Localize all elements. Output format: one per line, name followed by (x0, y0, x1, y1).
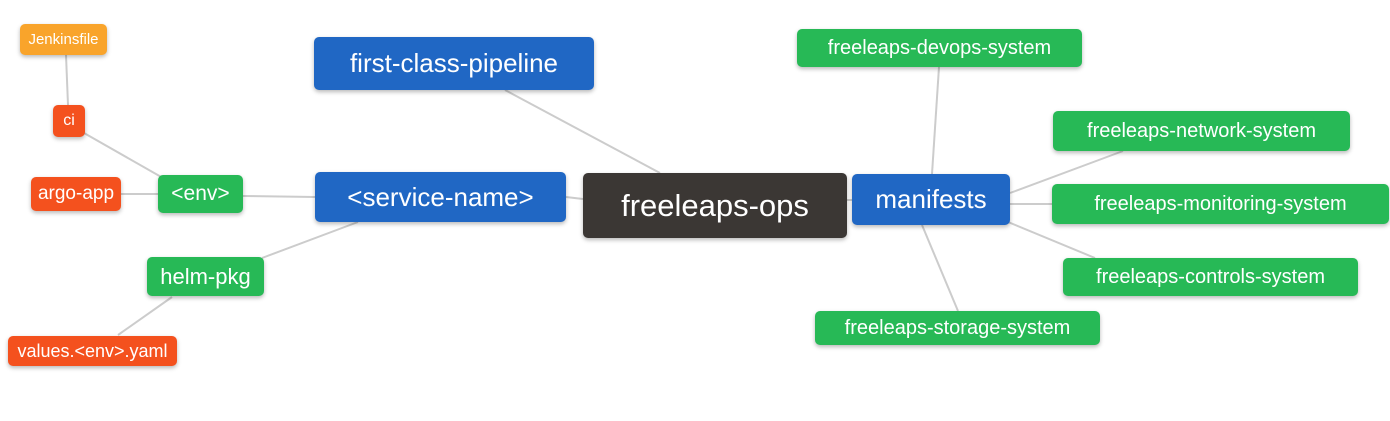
node-jenkinsfile[interactable]: Jenkinsfile (20, 24, 107, 55)
edge-env--service-name (242, 195, 316, 198)
node-freeleaps-monitoring-system[interactable]: freeleaps-monitoring-system (1052, 184, 1389, 224)
node-values-env-yaml[interactable]: values.<env>.yaml (8, 336, 177, 366)
edge-values-env-yaml--helm-pkg (117, 296, 173, 336)
edge-manifests--freeleaps-controls-system (1007, 221, 1096, 259)
node-service-name[interactable]: <service-name> (315, 172, 566, 222)
edge-manifests--freeleaps-storage-system (921, 224, 959, 312)
node-freeleaps-network-system[interactable]: freeleaps-network-system (1053, 111, 1350, 151)
node-argo-app[interactable]: argo-app (31, 177, 121, 211)
edge-freeleaps-devops-system--manifests (931, 66, 940, 175)
node-env[interactable]: <env> (158, 175, 243, 213)
edge-jenkinsfile--ci (65, 54, 69, 106)
edge-ci--env (83, 132, 164, 179)
node-ci[interactable]: ci (53, 105, 85, 137)
node-freeleaps-ops[interactable]: freeleaps-ops (583, 173, 847, 238)
edge-helm-pkg--service-name (261, 221, 359, 259)
edge-first-class-pipeline--freeleaps-ops (504, 89, 661, 174)
edge-service-name--freeleaps-ops (565, 196, 584, 200)
node-freeleaps-storage-system[interactable]: freeleaps-storage-system (815, 311, 1100, 345)
node-helm-pkg[interactable]: helm-pkg (147, 257, 264, 296)
node-freeleaps-devops-system[interactable]: freeleaps-devops-system (797, 29, 1082, 67)
node-manifests[interactable]: manifests (852, 174, 1010, 225)
node-first-class-pipeline[interactable]: first-class-pipeline (314, 37, 594, 90)
node-freeleaps-controls-system[interactable]: freeleaps-controls-system (1063, 258, 1358, 296)
